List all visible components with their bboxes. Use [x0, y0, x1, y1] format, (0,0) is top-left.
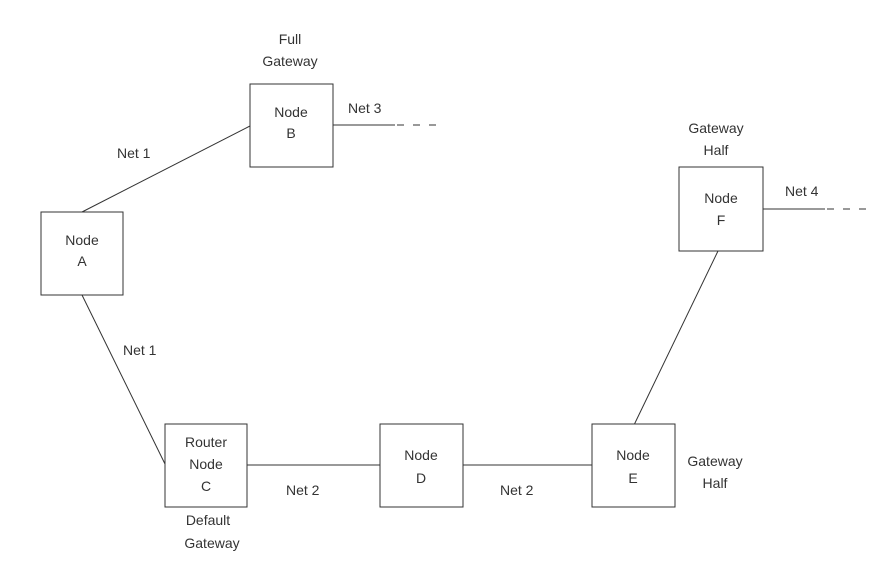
node-d-box	[379, 423, 464, 508]
node-c-label-line1: Router	[185, 434, 227, 450]
link-f-e	[633, 250, 719, 426]
node-e-role-line2: Half	[703, 475, 728, 491]
node-d-label-line1: Node	[404, 447, 438, 463]
link-a-c-label: Net 1	[123, 342, 157, 358]
node-f-label-line1: Node	[704, 190, 738, 206]
link-f-net4-label: Net 4	[785, 183, 819, 199]
node-b-label-line2: B	[286, 125, 295, 141]
link-a-c	[81, 294, 166, 465]
link-c-d-label: Net 2	[286, 482, 320, 498]
node-d-label-line2: D	[416, 470, 426, 486]
link-a-b	[81, 125, 251, 213]
node-a-label-line1: Node	[65, 232, 99, 248]
node-e-label-line1: Node	[616, 447, 650, 463]
node-a-label-line2: A	[77, 253, 87, 269]
node-b-role-line2: Gateway	[262, 53, 317, 69]
node-f-role-line1: Gateway	[688, 120, 743, 136]
node-c-role-line2: Gateway	[184, 535, 239, 551]
node-e-role-line1: Gateway	[687, 453, 742, 469]
node-b-box	[249, 83, 334, 168]
link-a-b-label: Net 1	[117, 145, 151, 161]
link-d-e-label: Net 2	[500, 482, 534, 498]
node-a-box	[40, 211, 124, 296]
node-c-role-line1: Default	[186, 512, 230, 528]
node-e-box	[591, 423, 676, 508]
node-f-label-line2: F	[717, 212, 726, 228]
node-b-label-line1: Node	[274, 104, 308, 120]
link-b-net3-label: Net 3	[348, 100, 382, 116]
node-f-role-line2: Half	[704, 142, 729, 158]
node-b-role-line1: Full	[279, 31, 302, 47]
node-c-box	[164, 423, 248, 508]
node-e-label-line2: E	[628, 470, 637, 486]
node-c-label-line2: Node	[189, 456, 223, 472]
node-f-box	[678, 166, 764, 252]
node-c-label-line3: C	[201, 478, 211, 494]
